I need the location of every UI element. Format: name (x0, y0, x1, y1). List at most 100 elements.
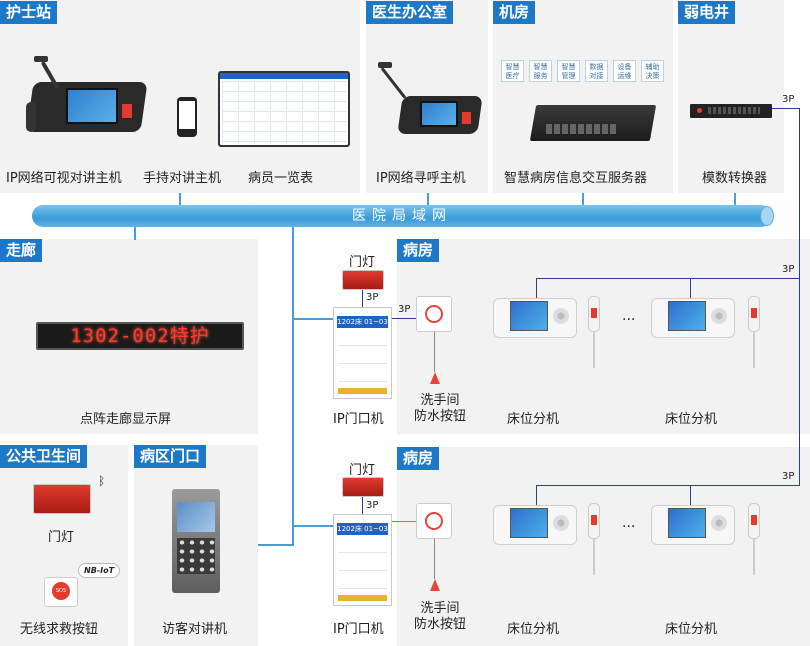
visitor-intercom-screen (177, 502, 215, 532)
waterproof-button-2-ring (425, 512, 443, 530)
section-tag-server-room: 机房 (493, 1, 536, 24)
hospital-lan-bus: 医院局域网 (32, 205, 774, 227)
section-tag-ward-1: 病房 (397, 239, 440, 262)
cable-door1-btn (392, 318, 416, 319)
link-server-bus (582, 193, 584, 206)
waterproof-button-1-pull (430, 372, 440, 384)
section-tag-weak-current: 弱电井 (678, 1, 736, 24)
waterproof-button-2-pull (430, 579, 440, 591)
waterproof-button-1-label: 洗手间 防水按钮 (414, 393, 467, 424)
ip-paging-host-mic-head (378, 62, 392, 68)
nbiot-badge: NB-IoT (78, 563, 121, 578)
ip-door-panel-1: 1202床 01~03床 (333, 307, 392, 399)
server-chip-line2: 管理 (561, 72, 576, 80)
bed-unit-1a-red (591, 308, 597, 318)
ip-paging-host-red-btn (462, 112, 471, 124)
bed-unit-1b-screen (668, 301, 706, 331)
caption-sos-button: 无线求救按钮 (20, 622, 99, 637)
server-chip-line1: 数据 (589, 63, 604, 71)
server-chip-line1: 辅助 (645, 63, 660, 71)
cable-3p-converter (770, 108, 800, 109)
cable-lamp-door2 (362, 497, 363, 515)
waterproof-button-2-cord (434, 539, 435, 579)
server-chip-line1: 智慧 (505, 63, 520, 71)
panel-ward-2 (397, 447, 810, 646)
section-tag-ward-2: 病房 (397, 447, 440, 470)
link-corridor-bus (134, 226, 136, 240)
cable-door2-btn (392, 521, 416, 522)
bed-unit-2b-cord (753, 539, 755, 575)
section-tag-ward-entrance: 病区门口 (134, 445, 207, 468)
caption-waterproof-button-1: 洗手间 防水按钮 (414, 393, 466, 425)
server-chip: 智慧服务 (529, 60, 552, 82)
visitor-intercom-keypad (177, 538, 215, 574)
ellipsis-ward2: ··· (622, 519, 636, 535)
bed-unit-2a-screen (510, 508, 548, 538)
bed-unit-2b-speaker (711, 515, 727, 531)
waterproof-button-2-label: 洗手间 防水按钮 (414, 601, 467, 632)
cable-3p-ward2-bed1 (536, 485, 537, 505)
link-trunk-door2 (292, 525, 334, 527)
patient-overview-grid (222, 81, 346, 144)
bed-unit-1a-screen (510, 301, 548, 331)
bed-unit-1b-speaker (711, 308, 727, 324)
sos-button-red: SOS (52, 582, 70, 600)
led-corridor-display: 1302-002特护 (36, 322, 244, 350)
section-tag-corridor: 走廊 (0, 239, 43, 262)
door-lamp-2 (342, 477, 384, 497)
server-chip-line1: 智慧 (561, 63, 576, 71)
caption-waterproof-button-2: 洗手间 防水按钮 (414, 601, 466, 633)
caption-converter: 模数转换器 (702, 171, 768, 186)
bed-unit-1a-speaker (553, 308, 569, 324)
server-chip-line2: 对接 (589, 72, 604, 80)
caption-bed-unit-1a: 床位分机 (507, 412, 560, 427)
cable-3p-ward1 (536, 278, 800, 279)
link-trunk-entrance (258, 544, 294, 546)
ip-video-host-handset (26, 102, 36, 132)
waterproof-button-1-ring (425, 305, 443, 323)
cable-3p-ward2 (536, 485, 800, 486)
cable-3p-ward2-bed2 (690, 485, 691, 505)
caption-bed-unit-1b: 床位分机 (665, 412, 718, 427)
ip-video-host-mic-head (34, 56, 48, 62)
patient-overview-header (220, 73, 348, 79)
bed-unit-1b-red (751, 308, 757, 318)
bed-unit-2a-red (591, 515, 597, 525)
door-panel-1-row (338, 368, 387, 382)
caption-door-lamp-1: 门灯 (349, 255, 376, 270)
smart-server-device (529, 105, 657, 141)
caption-led-display: 点阵走廊显示屏 (80, 412, 172, 427)
panel-public-restroom (0, 445, 128, 646)
door-panel-2-row (338, 557, 387, 571)
cable-lamp-door1 (362, 290, 363, 308)
link-converter-bus (734, 193, 736, 206)
server-chip-line2: 医疗 (505, 72, 520, 80)
bus-label: 医院局域网 (352, 208, 452, 224)
label-3p-door2-lamp: 3P (366, 500, 379, 511)
caption-bed-unit-2a: 床位分机 (507, 622, 560, 637)
server-chip: 辅助决策 (641, 60, 664, 82)
server-chip: 智慧管理 (557, 60, 580, 82)
led-display-text: 1302-002特护 (70, 325, 210, 347)
link-trunk-door1 (292, 318, 334, 320)
label-3p-door1-btn: 3P (398, 304, 411, 315)
server-chip-line2: 服务 (533, 72, 548, 80)
bus-end-cap (760, 206, 774, 226)
server-chip-line2: 运维 (617, 72, 632, 80)
link-doctor-bus (427, 193, 429, 206)
panel-ward-1 (397, 239, 810, 434)
server-chip: 设备运维 (613, 60, 636, 82)
caption-door-panel-2: IP门口机 (333, 622, 384, 637)
caption-visitor-intercom: 访客对讲机 (162, 622, 228, 637)
handheld-host-screen (179, 101, 195, 129)
converter-red-led (697, 108, 702, 113)
section-tag-nurse-station: 护士站 (0, 1, 58, 24)
trunk-vertical (292, 226, 294, 546)
door-lamp-1 (342, 270, 384, 290)
door-panel-1-header: 1202床 01~03床 (337, 316, 388, 338)
caption-handheld-host: 手持对讲主机 (143, 171, 222, 186)
panel-weak-current (678, 0, 784, 193)
caption-patient-overview: 病员一览表 (248, 171, 314, 186)
door-panel-2-header: 1202床 01~03床 (337, 523, 388, 545)
